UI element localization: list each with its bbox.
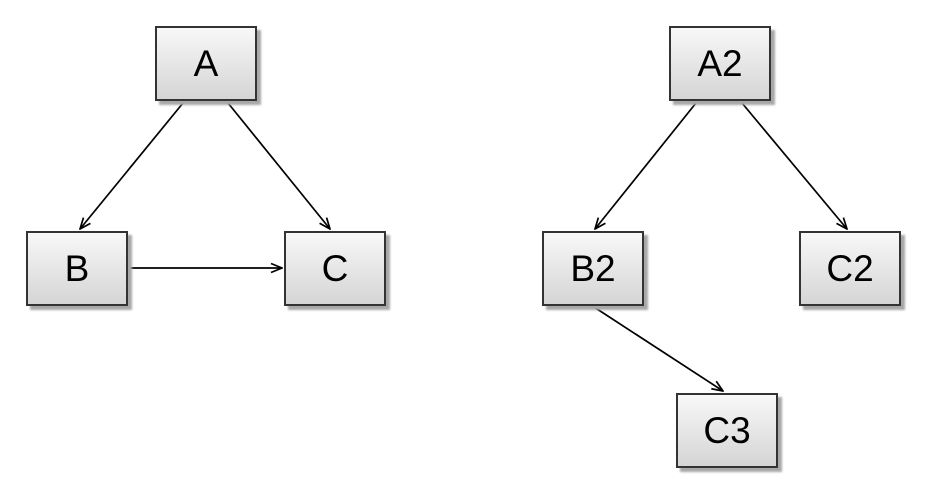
node-B[interactable]: B <box>26 231 128 306</box>
node-label-C3: C3 <box>703 410 751 451</box>
node-label-B2: B2 <box>570 248 616 289</box>
node-label-A2: A2 <box>697 43 743 84</box>
node-label-B: B <box>64 248 90 289</box>
node-C2[interactable]: C2 <box>799 231 901 306</box>
node-B2[interactable]: B2 <box>542 231 644 306</box>
node-C3[interactable]: C3 <box>676 393 778 468</box>
node-label-A: A <box>193 43 219 84</box>
node-label-C: C <box>321 248 349 289</box>
node-C[interactable]: C <box>284 231 386 306</box>
node-label-C2: C2 <box>826 248 874 289</box>
node-A2[interactable]: A2 <box>669 26 771 101</box>
node-A[interactable]: A <box>155 26 257 101</box>
